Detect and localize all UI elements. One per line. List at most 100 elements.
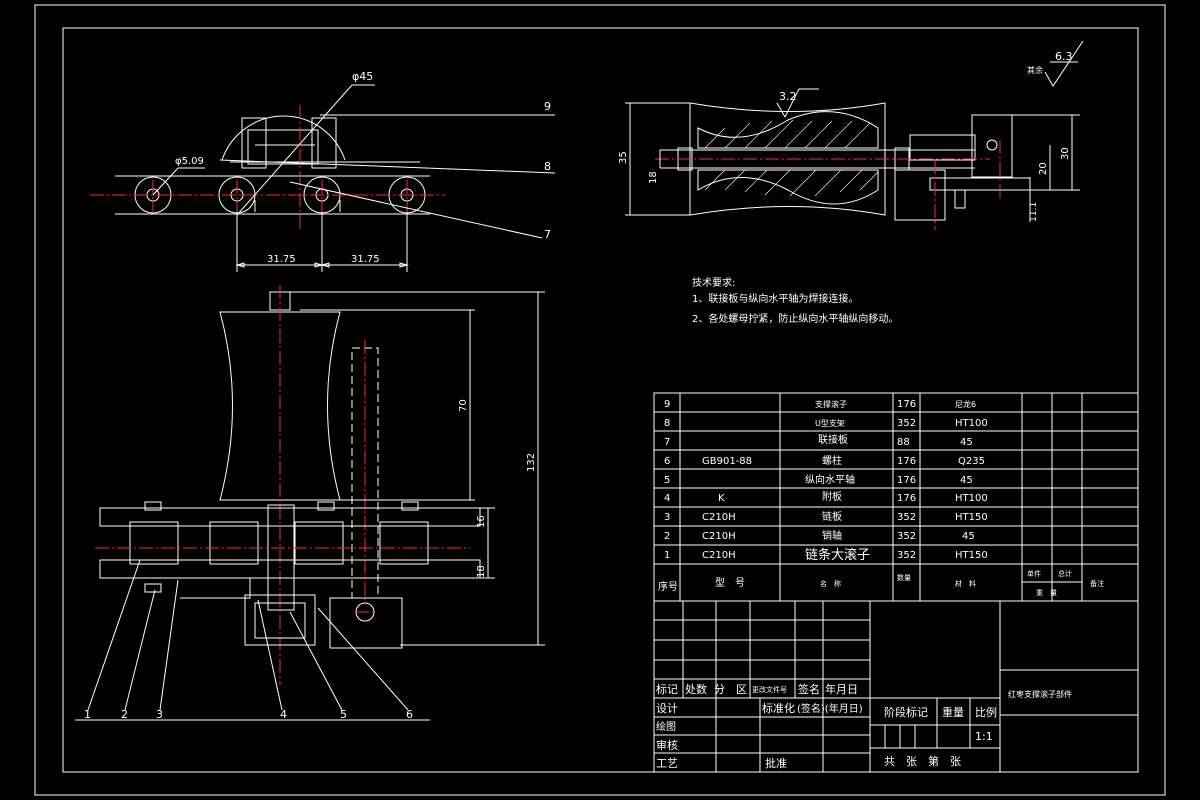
bom-no: 7: [664, 437, 670, 448]
header-total: 总计: [1058, 569, 1072, 578]
title-block: [653, 600, 1139, 773]
dim-30-label: 30: [1060, 147, 1071, 160]
tech-req-2: 2、各处螺母拧紧，防止纵向水平轴纵向移动。: [692, 312, 898, 325]
bom-name: 支撑滚子: [815, 399, 847, 409]
bom-qty: 352: [897, 418, 916, 429]
bom-code: C210H: [702, 531, 736, 542]
bom-name: 联接板: [818, 433, 848, 446]
bom-qty: 176: [897, 475, 916, 486]
bom-qty: 352: [897, 550, 916, 561]
tech-req-1: 1、联接板与纵向水平轴为焊接连接。: [692, 292, 858, 305]
svg-text:重量: 重量: [942, 705, 964, 719]
dim-18-top-label: 18: [648, 171, 659, 184]
roller-section: [689, 102, 886, 216]
dim-16-label: 16: [476, 515, 487, 528]
bom-no: 3: [664, 512, 670, 523]
inner-frame: [62, 27, 1139, 773]
bom-name: 纵向水平轴: [805, 473, 855, 486]
bom-code: GB901-88: [702, 456, 752, 467]
svg-text:设计: 设计: [656, 702, 678, 715]
section-view: [625, 40, 1084, 230]
bom-rows: 9 支撑滚子 176 尼龙6 8 U型支架 352 HT100 7 联接板 88…: [664, 399, 988, 563]
header-code: 型 号: [715, 576, 745, 589]
header-weight: 重 量: [1036, 589, 1057, 597]
header-material: 材 料: [955, 579, 976, 588]
svg-text:更改文件号: 更改文件号: [752, 685, 787, 694]
bom-code: C210H: [702, 550, 736, 561]
bom-name: 附板: [822, 490, 842, 503]
bom-name: 链板: [822, 510, 842, 523]
balloon-8: 8: [544, 160, 551, 173]
svg-text:标记: 标记: [656, 682, 678, 696]
bom-name: 销轴: [822, 529, 842, 542]
bom-qty: 176: [897, 493, 916, 504]
balloon-1: 1: [84, 708, 91, 721]
bom-no: 8: [664, 418, 670, 429]
balloon-2: 2: [121, 708, 128, 721]
bom-no: 6: [664, 456, 670, 467]
balloon-4: 4: [280, 708, 287, 721]
svg-text:批准: 批准: [765, 756, 787, 770]
outer-frame: [34, 4, 1166, 796]
title-block-text: 标记 处数 分 区 更改文件号 签名 年月日 设计 标准化 (签名)(年月日) …: [656, 682, 1072, 770]
header-qty: 数量: [897, 573, 911, 582]
svg-text:比例: 比例: [975, 705, 997, 719]
bom-material: Q235: [958, 456, 985, 467]
header-name: 名 称: [820, 579, 841, 588]
bom-no: 9: [664, 399, 670, 410]
pitch-left-label: 31.75: [267, 254, 296, 265]
svg-text:审核: 审核: [656, 738, 678, 752]
bom-material: HT100: [955, 493, 988, 504]
dim-18-side-label: 18: [476, 565, 487, 578]
roughness-6-3: 6.3: [1055, 50, 1073, 63]
svg-text:绘图: 绘图: [656, 720, 676, 733]
bom-code: C210H: [702, 512, 736, 523]
dim-132-label: 132: [526, 453, 537, 472]
svg-text:处数: 处数: [685, 683, 707, 696]
svg-text:1:1: 1:1: [975, 730, 993, 743]
svg-text:工艺: 工艺: [656, 757, 678, 770]
bom-header: 序号 型 号 名 称 数量 材 料 单件 总计 重 量 备注: [658, 569, 1104, 597]
bom-no: 4: [664, 493, 670, 504]
bom-name: 链条大滚子: [805, 547, 870, 563]
bom-material: HT150: [955, 550, 988, 561]
bom-name: U型支架: [815, 418, 845, 428]
bom-qty: 352: [897, 531, 916, 542]
svg-text:共 张 第 张: 共 张 第 张: [884, 754, 961, 768]
balloon-3: 3: [156, 708, 163, 721]
dim-35-label: 35: [618, 151, 629, 164]
svg-text:标准化: 标准化: [762, 701, 795, 715]
roller-arc: [221, 115, 346, 161]
bom-code: K: [718, 493, 725, 504]
bom-qty: 176: [897, 399, 916, 410]
svg-text:阶段标记: 阶段标记: [884, 705, 928, 719]
bom-qty: 176: [897, 456, 916, 467]
bom-material: HT100: [955, 418, 988, 429]
header-single: 单件: [1027, 569, 1041, 578]
dim-11-label: 11.1: [1029, 202, 1039, 222]
bom-no: 2: [664, 531, 670, 542]
bom-material: 45: [960, 475, 973, 486]
bom-material: HT150: [955, 512, 988, 523]
chain-top-view: [90, 84, 556, 272]
diameter-45-label: φ45: [352, 70, 373, 83]
balloon-5: 5: [340, 708, 347, 721]
bom-no: 1: [664, 550, 670, 561]
diameter-5-label: φ5.09: [175, 156, 204, 167]
balloon-6: 6: [406, 708, 413, 721]
svg-text:签名: 签名: [798, 682, 820, 696]
bom-name: 螺柱: [822, 454, 842, 467]
header-remark: 备注: [1090, 579, 1104, 588]
dim-70-label: 70: [458, 399, 469, 412]
bom-qty: 88: [897, 437, 910, 448]
bom-material: 45: [960, 437, 973, 448]
bom-material: 尼龙6: [955, 399, 976, 409]
dim-20-label: 20: [1038, 162, 1049, 175]
roughness-3-2: 3.2: [779, 90, 797, 103]
bom-material: 45: [962, 531, 975, 542]
side-view: [75, 285, 545, 721]
svg-text:年月日: 年月日: [825, 682, 858, 696]
tech-req-title: 技术要求:: [692, 276, 735, 289]
svg-text:分 区: 分 区: [714, 683, 747, 696]
